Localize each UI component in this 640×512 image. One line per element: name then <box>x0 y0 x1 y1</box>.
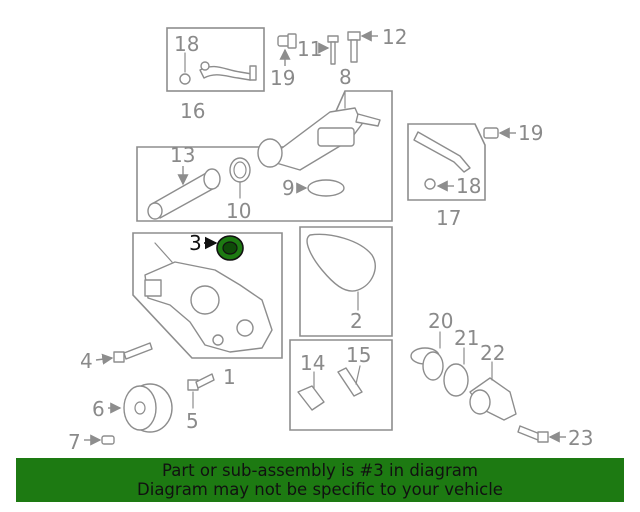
callout-9: 9 <box>282 176 295 200</box>
callout-18-left: 18 <box>174 32 199 56</box>
part-16-hose <box>179 61 257 85</box>
callout-19-left: 19 <box>270 66 295 90</box>
callout-3[interactable]: 3 <box>189 231 202 255</box>
panel-16 <box>166 27 265 92</box>
callout-16: 16 <box>180 99 205 123</box>
part-7-bolt <box>101 435 115 445</box>
callout-20: 20 <box>428 309 453 333</box>
info-banner: Part or sub-assembly is #3 in diagram Di… <box>16 458 624 502</box>
callout-21: 21 <box>454 326 479 350</box>
part-14-fitting <box>297 385 325 411</box>
parts-diagram: 1 2 3 4 5 6 7 8 9 10 11 12 13 14 15 16 1… <box>68 25 593 454</box>
part-17-hose <box>413 131 471 190</box>
part-11-bolt <box>327 35 339 65</box>
callout-12: 12 <box>382 25 407 49</box>
part-15-tube <box>337 367 363 397</box>
callout-13: 13 <box>170 143 195 167</box>
part-13-tube <box>147 168 221 220</box>
part-5-bolt <box>187 373 215 391</box>
callout-11: 11 <box>297 37 322 61</box>
callout-4: 4 <box>80 349 93 373</box>
part-1-pump-housing <box>144 242 273 353</box>
callout-19-right: 19 <box>518 121 543 145</box>
part-3-seal <box>216 235 244 261</box>
callout-10: 10 <box>226 199 251 223</box>
callout-5: 5 <box>186 409 199 433</box>
part-4-bolt <box>113 342 153 363</box>
callout-14: 14 <box>300 351 325 375</box>
part-23-bolt <box>517 425 549 443</box>
part-6-pulley <box>123 383 173 433</box>
callout-6: 6 <box>92 397 105 421</box>
part-22-housing <box>469 377 517 421</box>
banner-line-2: Diagram may not be specific to your vehi… <box>137 480 503 499</box>
part-21-gasket <box>443 363 469 397</box>
part-19-fitting-right <box>483 127 499 139</box>
panel-2 <box>299 226 393 337</box>
part-10-spring <box>229 157 251 183</box>
part-19-fitting <box>277 33 297 49</box>
part-12-bolt <box>347 31 361 63</box>
part-8-pipe <box>257 107 381 171</box>
part-20-thermostat <box>410 347 444 381</box>
part-9-oring <box>307 179 345 197</box>
callout-22: 22 <box>480 341 505 365</box>
callout-1: 1 <box>223 365 236 389</box>
callout-8: 8 <box>339 65 352 89</box>
panel-14-15 <box>289 339 393 431</box>
callout-18-right: 18 <box>456 174 481 198</box>
banner-line-1: Part or sub-assembly is #3 in diagram <box>162 461 478 480</box>
callout-23: 23 <box>568 426 593 450</box>
panel-17 <box>407 123 486 201</box>
callout-15: 15 <box>346 343 371 367</box>
part-2-belt <box>306 233 376 292</box>
callout-2: 2 <box>350 309 363 333</box>
callout-17: 17 <box>436 206 461 230</box>
callout-7: 7 <box>68 430 81 454</box>
panel-1 <box>132 232 283 359</box>
